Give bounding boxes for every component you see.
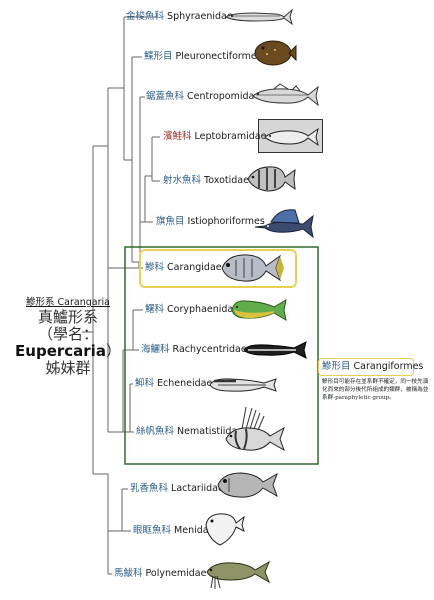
archerfish-illustration (247, 166, 296, 192)
carangiformes-label: 鰺形目 Carangiformes (318, 358, 423, 376)
carangaria-label: 鰺形系 Carangaria (26, 297, 110, 308)
barracuda-illustration (225, 8, 293, 26)
taxon-label: 馬鮁科 Polynemidae (114, 568, 207, 579)
moonfish-illustration (205, 513, 245, 546)
carangidae-highlight (139, 249, 297, 288)
taxon-label: 海鱺科 Rachycentridae (141, 344, 247, 355)
cobia-illustration (243, 341, 307, 359)
taxon-label: 鮣科 Echeneidae (135, 378, 213, 389)
threadfin-illustration (206, 560, 270, 589)
taxon-label: 射水魚科 Toxotidae (163, 175, 249, 186)
upper-clade-spine (93, 88, 109, 432)
carangiformes-frame (124, 246, 319, 465)
taxon-label: 鰈形目 Pleuronectiformes (144, 51, 262, 62)
root-clade-label: 鰺形系 Carangaria 真鱸形系 （學名：Eupercaria） 姊妹群 (4, 297, 132, 377)
taxon-label: 絲帆魚科 Nematistiidae (136, 426, 244, 437)
paraphyly-note: 鰺形目可能存在並系群不確定，同一枝先演化而來的部分後代所組成的類群，被稱為並系群… (322, 379, 429, 401)
eupercaria-chinese: 真鱸形系 (37, 308, 98, 326)
taxon-label: 金梭魚科 Sphyraenidae (126, 11, 233, 22)
taxon-label: 濱鮭科 Leptobramidae (163, 131, 267, 142)
taxon-label: 旗魚目 Istiophoriformes (156, 216, 265, 227)
sailfish-illustration (255, 209, 314, 239)
sister-group-label: 姊妹群 (45, 359, 91, 377)
eupercaria-latin-line: （學名：Eupercaria） (15, 325, 121, 360)
taxon-label: 鰺科 Carangidae (145, 262, 222, 273)
dolphinfish-illustration (231, 299, 287, 321)
taxon-label: 鱰科 Coryphaenidae (145, 304, 240, 315)
taxon-label: 鋸蓋魚科 Centropomidae (146, 91, 261, 102)
falsetrevally-illustration (217, 472, 278, 498)
jack-illustration (221, 254, 284, 282)
snook-illustration (252, 83, 319, 107)
taxon-label: 眼眶魚科 Menidae (133, 525, 215, 536)
roosterfish-illustration (225, 406, 285, 452)
remora-illustration (209, 378, 277, 392)
clade-a (108, 17, 125, 160)
beachsalmon-illustration (264, 127, 319, 147)
flatfish-illustration (254, 40, 297, 66)
taxon-label: 乳香魚科 Lactariidae (130, 483, 224, 494)
